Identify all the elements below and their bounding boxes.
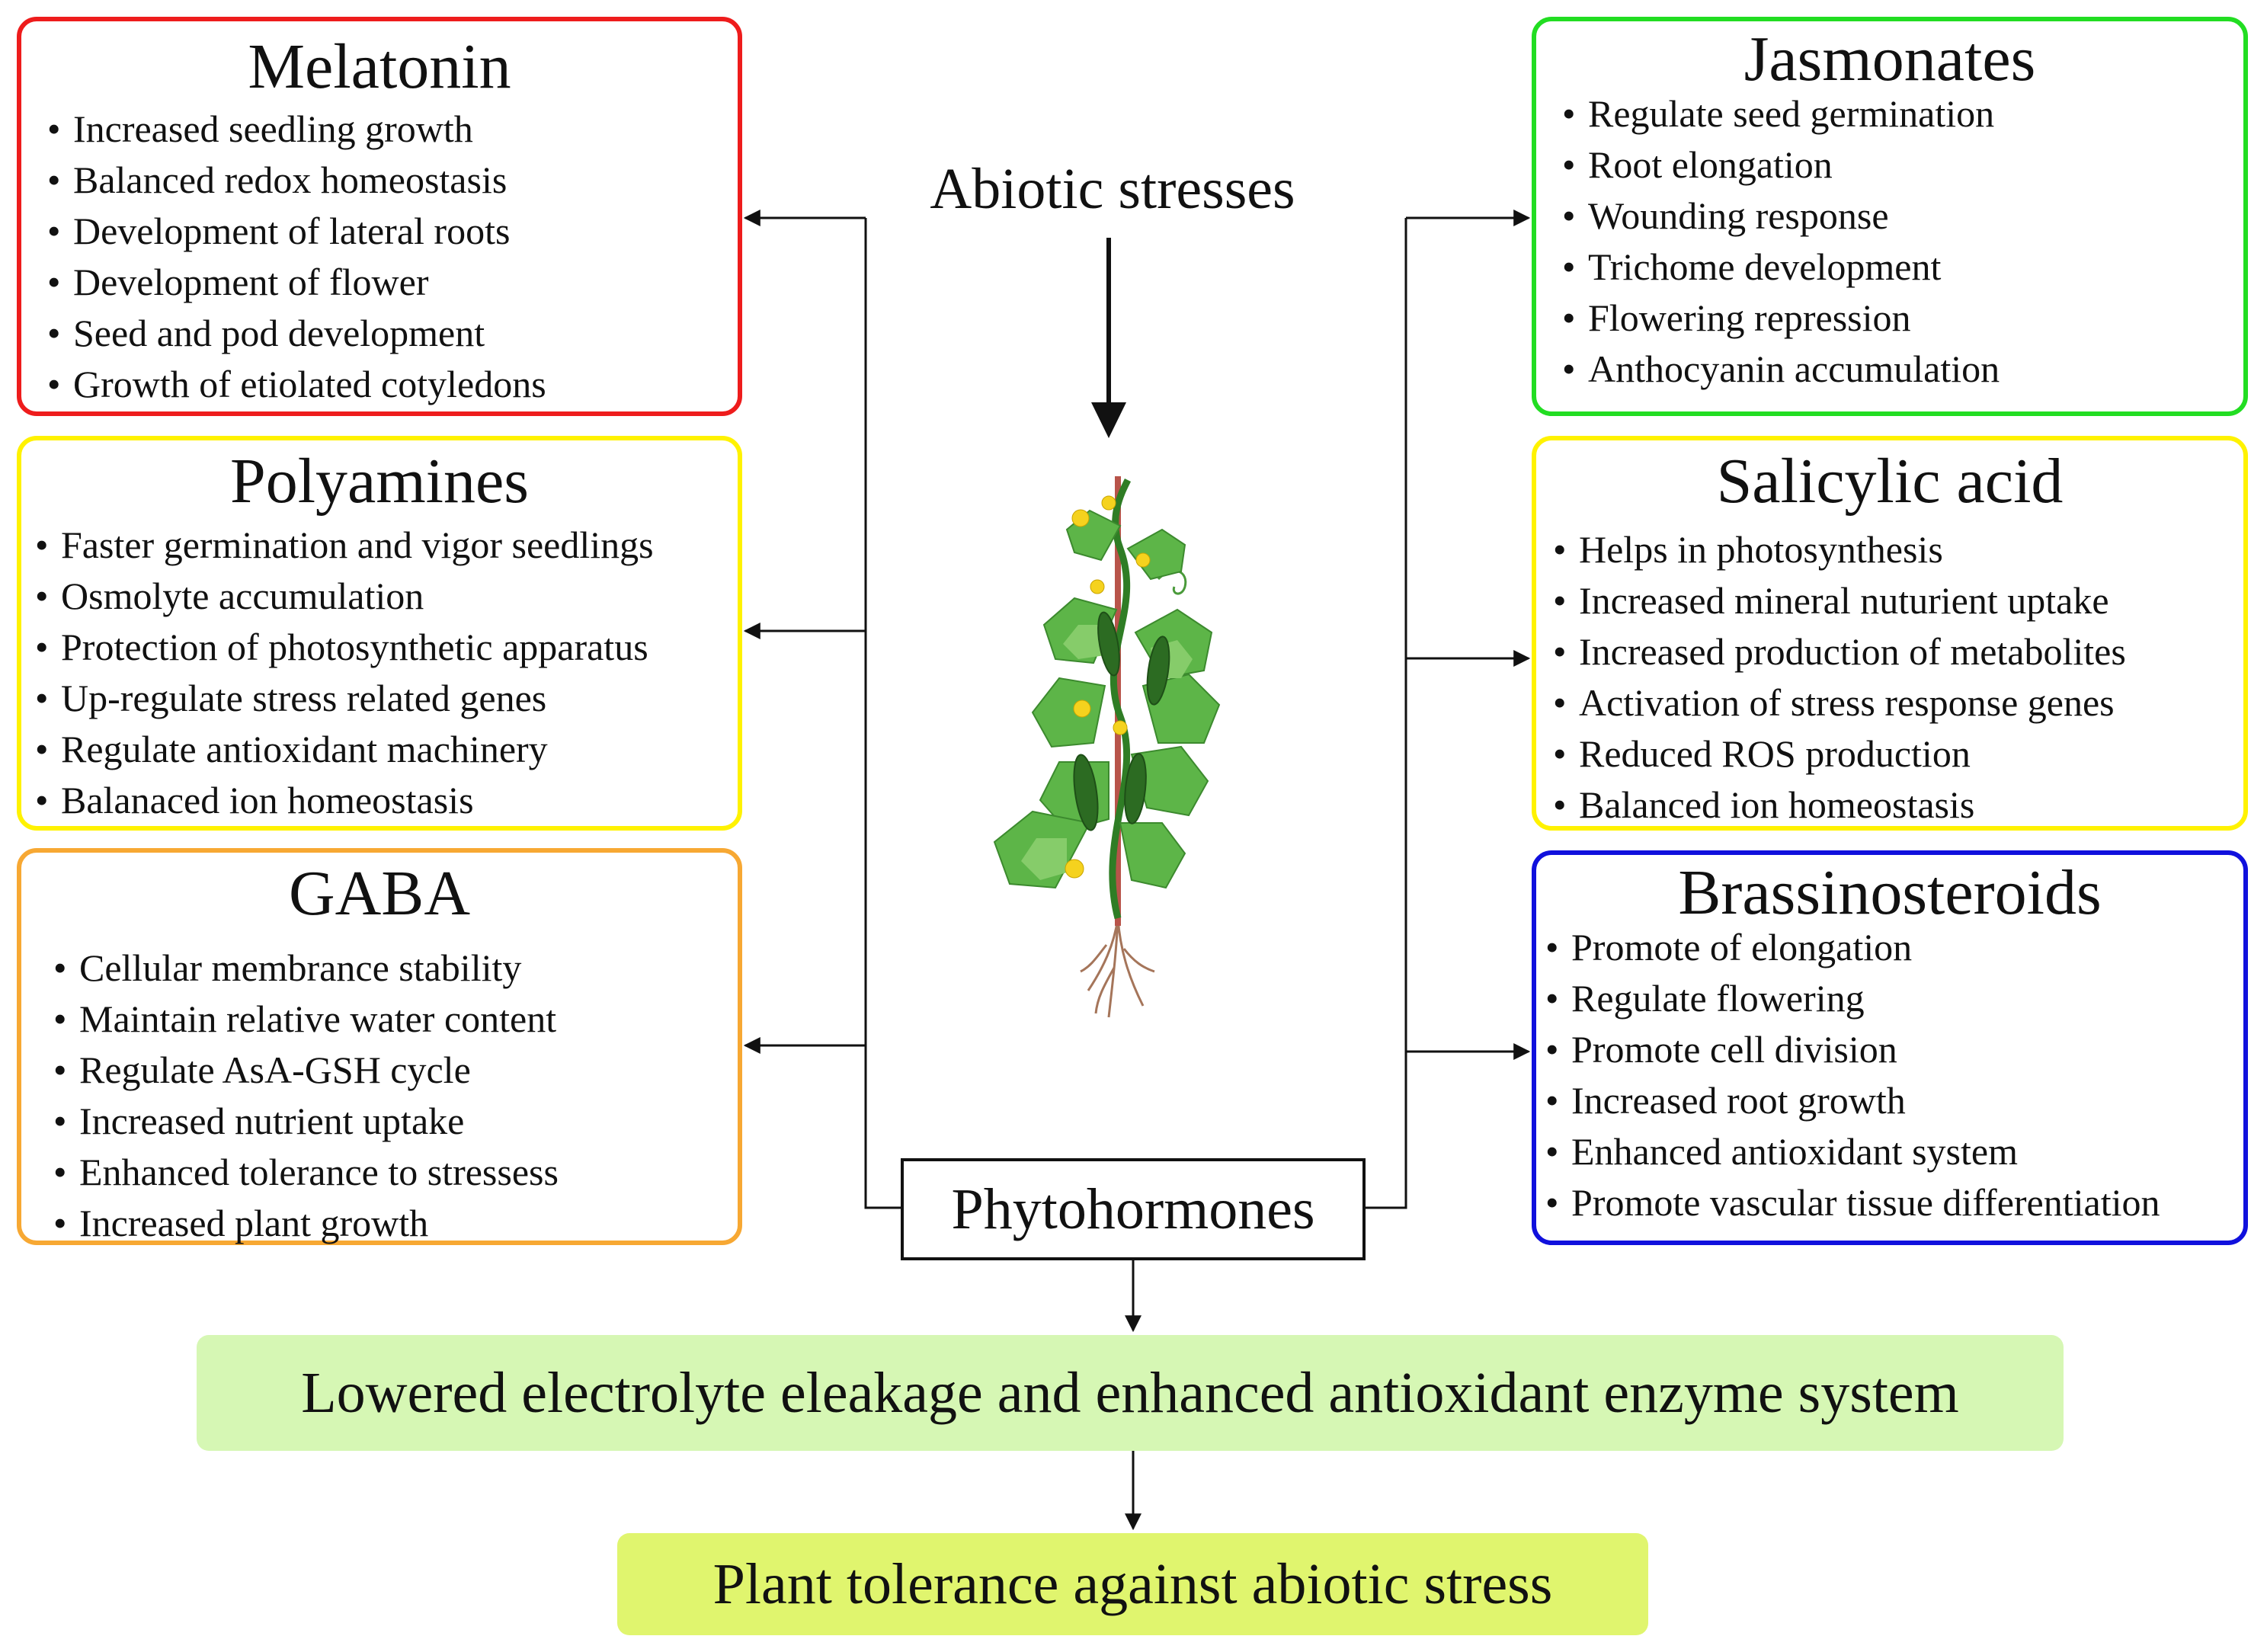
outcome-antioxidant-box: Lowered electrolyte eleakage and enhance… <box>197 1335 2064 1451</box>
salicylic-acid-box: Salicylic acid Helps in photosynthesis I… <box>1532 436 2248 831</box>
salicylic-acid-title: Salicylic acid <box>1716 446 2064 517</box>
list-item: Enhanced tolerance to stressess <box>53 1147 738 1198</box>
list-item: Trichome development <box>1562 242 2243 293</box>
list-item: Promote of elongation <box>1545 922 2243 973</box>
jasmonates-list: Regulate seed germination Root elongatio… <box>1536 88 2243 395</box>
outcome-tolerance-box: Plant tolerance against abiotic stress <box>617 1533 1648 1635</box>
left-trunk-line <box>864 218 901 1209</box>
brassinosteroids-title: Brassinosteroids <box>1678 857 2102 928</box>
arrow-abiotic-head <box>1091 402 1126 438</box>
melatonin-box: Melatonin Increased seedling growth Bala… <box>17 17 742 416</box>
brassinosteroids-box: Brassinosteroids Promote of elongation R… <box>1532 850 2248 1245</box>
list-item: Maintain relative water content <box>53 994 738 1045</box>
list-item: Wounding response <box>1562 190 2243 242</box>
list-item: Anthocyanin accumulation <box>1562 344 2243 395</box>
polyamines-title: Polyamines <box>230 446 529 517</box>
gaba-list: Cellular membrance stability Maintain re… <box>21 943 738 1249</box>
list-item: Osmolyte accumulation <box>35 571 738 622</box>
list-item: Development of lateral roots <box>47 206 738 257</box>
list-item: Balanced redox homeostasis <box>47 155 738 206</box>
list-item: Regulate AsA-GSH cycle <box>53 1045 738 1096</box>
list-item: Increased seedling growth <box>47 104 738 155</box>
list-item: Regulate flowering <box>1545 973 2243 1024</box>
list-item: Faster germination and vigor seedlings <box>35 520 738 571</box>
list-item: Growth of etiolated cotyledons <box>47 359 738 410</box>
list-item: Balanced ion homeostasis <box>1553 780 2243 831</box>
brassinosteroids-list: Promote of elongation Regulate flowering… <box>1536 922 2243 1228</box>
list-item: Increased root growth <box>1545 1075 2243 1126</box>
list-item: Increased nutrient uptake <box>53 1096 738 1147</box>
list-item: Cellular membrance stability <box>53 943 738 994</box>
list-item: Regulate antioxidant machinery <box>35 724 738 775</box>
list-item: Helps in photosynthesis <box>1553 524 2243 575</box>
jasmonates-box: Jasmonates Regulate seed germination Roo… <box>1532 17 2248 416</box>
list-item: Increased production of metabolites <box>1553 626 2243 677</box>
list-item: Regulate seed germination <box>1562 88 2243 139</box>
list-item: Promote vascular tissue differentiation <box>1545 1177 2243 1228</box>
list-item: Up-regulate stress related genes <box>35 673 738 724</box>
list-item: Activation of stress response genes <box>1553 677 2243 728</box>
jasmonates-title: Jasmonates <box>1743 24 2036 94</box>
list-item: Protection of photosynthetic apparatus <box>35 622 738 673</box>
melatonin-title: Melatonin <box>248 31 511 102</box>
polyamines-box: Polyamines Faster germination and vigor … <box>17 436 742 831</box>
list-item: Development of flower <box>47 257 738 308</box>
cucumber-plant-illustration <box>993 476 1221 1018</box>
abiotic-stresses-label: Abiotic stresses <box>930 157 1295 221</box>
list-item: Balanaced ion homeostasis <box>35 775 738 826</box>
list-item: Root elongation <box>1562 139 2243 190</box>
phytohormones-box: Phytohormones <box>901 1158 1366 1260</box>
list-item: Seed and pod development <box>47 308 738 359</box>
salicylic-acid-list: Helps in photosynthesis Increased minera… <box>1536 524 2243 831</box>
right-trunk-line <box>1366 218 1407 1209</box>
melatonin-list: Increased seedling growth Balanced redox… <box>21 104 738 410</box>
list-item: Promote cell division <box>1545 1024 2243 1075</box>
list-item: Enhanced antioxidant system <box>1545 1126 2243 1177</box>
list-item: Increased plant growth <box>53 1198 738 1249</box>
polyamines-list: Faster germination and vigor seedlings O… <box>21 520 738 826</box>
list-item: Reduced ROS production <box>1553 728 2243 780</box>
list-item: Increased mineral nuturient uptake <box>1553 575 2243 626</box>
list-item: Flowering repression <box>1562 293 2243 344</box>
gaba-box: GABA Cellular membrance stability Mainta… <box>17 848 742 1245</box>
gaba-title: GABA <box>288 858 470 929</box>
